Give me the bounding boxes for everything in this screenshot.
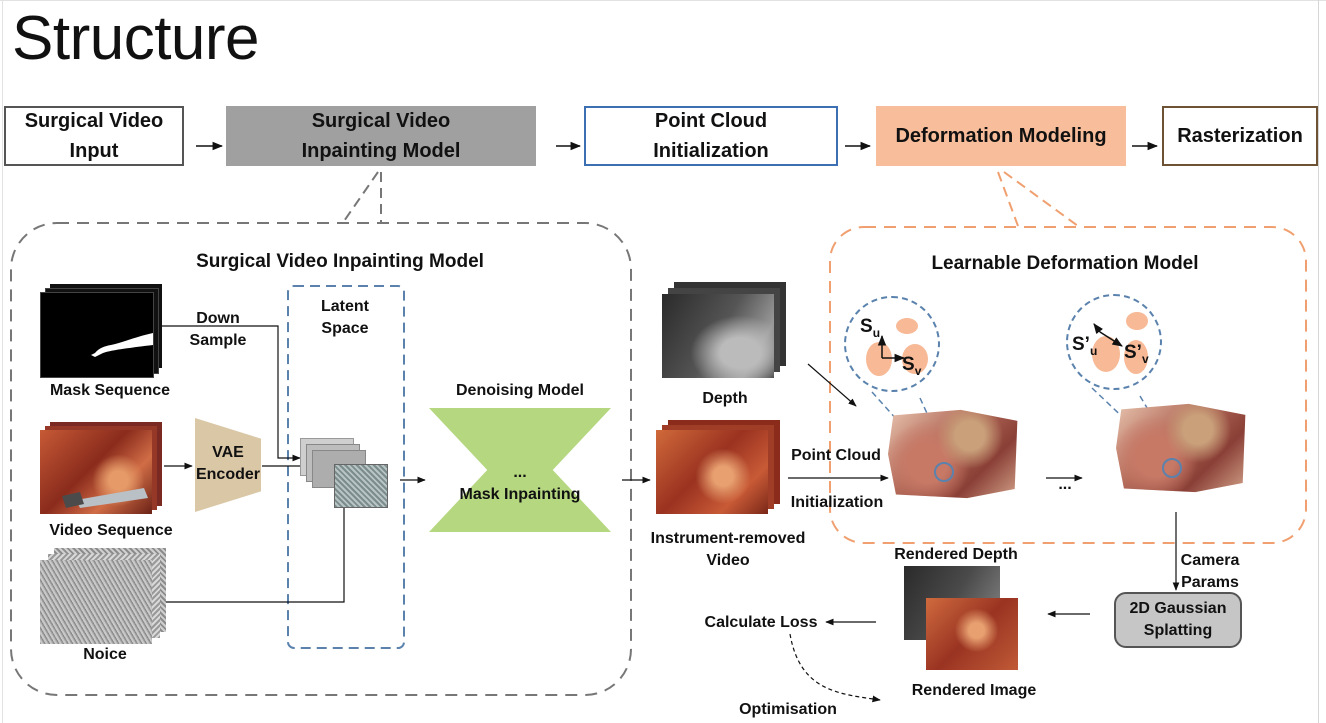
stage-label: Rasterization — [1177, 125, 1303, 147]
hand-mask-icon — [91, 333, 153, 357]
stage-point-cloud-initialization: Point Cloud Initialization — [584, 106, 838, 166]
stage-surgical-video-input: Surgical Video Input — [4, 106, 184, 166]
deformation-panel-title: Learnable Deformation Model — [931, 253, 1199, 274]
inpainting-panel-border — [10, 222, 632, 696]
su-prime-symbol: S’u — [1072, 334, 1098, 358]
video-sequence-label: Video Sequence — [49, 522, 173, 539]
deformation-panel-border — [829, 226, 1307, 544]
optimisation-label: Optimisation — [739, 701, 837, 718]
inpainting-panel-title: Surgical Video Inpainting Model — [196, 251, 484, 272]
magnifier-circle-left — [844, 296, 940, 392]
sv-symbol: Sv — [902, 354, 922, 378]
su-symbol: Su — [860, 316, 881, 340]
zoom-line-def-left — [997, 171, 1019, 227]
point-cloud-label: Point Cloud — [791, 447, 881, 464]
tissue-model-right — [1116, 403, 1246, 493]
noise-label: Noice — [83, 646, 127, 663]
arrow-noise-to-latent — [166, 487, 348, 603]
rendered-image — [926, 598, 1018, 670]
down-sample-label: Down Sample — [189, 310, 247, 349]
vae-encoder-label: VAE Encoder — [195, 444, 260, 483]
arrow-optimisation — [789, 633, 881, 703]
arrow-depth-to-tissue — [807, 363, 857, 407]
page-title: Structure — [12, 4, 260, 73]
tissue-model-left — [888, 409, 1018, 499]
stage-rasterization: Rasterization — [1162, 106, 1318, 166]
arrow-mask-to-latent — [160, 325, 301, 462]
calculate-loss-label: Calculate Loss — [704, 614, 818, 631]
initialization-label: Initialization — [790, 494, 884, 511]
uv-axes-right — [1093, 323, 1123, 347]
latent-space-label: Latent Space — [321, 298, 369, 337]
stage-label: Point Cloud Initialization — [653, 110, 769, 162]
magnifier-circle-right — [1066, 294, 1162, 390]
rendered-image-label: Rendered Image — [911, 682, 1037, 699]
denoising-model-title: Denoising Model — [456, 382, 584, 399]
stage-label: Surgical Video Inpainting Model — [301, 110, 461, 162]
camera-params-label: Camera Params — [1180, 552, 1240, 591]
mask-sequence-label: Mask Sequence — [49, 382, 171, 399]
rendered-depth-label: Rendered Depth — [894, 546, 1018, 563]
deformation-ellipsis: ... — [1058, 476, 1072, 493]
stage-label: Surgical Video Input — [24, 110, 164, 162]
stage-inpainting-model: Surgical Video Inpainting Model — [226, 106, 536, 166]
stage-deformation-modeling: Deformation Modeling — [876, 106, 1126, 166]
sv-prime-symbol: S’v — [1124, 342, 1149, 366]
uv-axes-left — [877, 334, 906, 363]
instrument-removed-label: Instrument-removed Video — [650, 530, 806, 569]
zoom-line-left — [341, 171, 379, 225]
denoising-model-label: ... Mask Inpainting — [459, 464, 581, 503]
latent-space-border — [287, 285, 405, 649]
depth-label: Depth — [702, 390, 748, 407]
gaussian-splatting-box: 2D Gaussian Splatting — [1114, 592, 1242, 648]
stage-label: Deformation Modeling — [895, 125, 1107, 147]
